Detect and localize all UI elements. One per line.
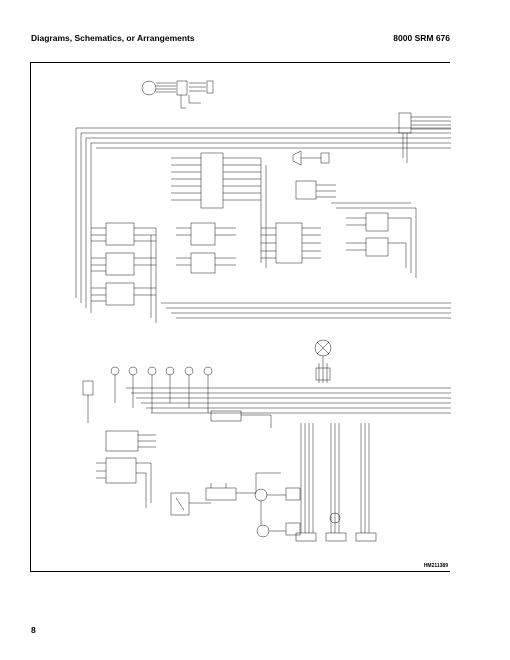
- switch-circle-6: [203, 366, 213, 376]
- lower-relay-block: [105, 430, 139, 452]
- right-connector-top: [398, 112, 412, 134]
- section-title: Diagrams, Schematics, or Arrangements: [31, 33, 195, 43]
- switch-circle-1: [110, 366, 120, 376]
- battery-box: [205, 487, 237, 501]
- wiring-schematic: [75, 80, 451, 542]
- relay-module-center-2: [190, 252, 216, 274]
- top-connector-block: [176, 80, 188, 96]
- switch-circle-3: [147, 366, 157, 376]
- relay-module-right-1: [275, 222, 303, 264]
- center-connector-array: [200, 152, 224, 209]
- page-number: 8: [31, 625, 36, 635]
- horn-symbol: [292, 150, 302, 166]
- switch-circle-2: [128, 366, 138, 376]
- motor-symbol-1: [254, 488, 268, 502]
- relay-module-left-3: [105, 282, 135, 306]
- top-switch-symbol: [141, 80, 157, 96]
- drawing-number: HM211389: [423, 563, 448, 569]
- relay-module-left-2: [105, 252, 135, 276]
- bottom-motor-symbol: [329, 512, 341, 524]
- contactor-box: [170, 492, 190, 516]
- switch-circle-4: [165, 366, 175, 376]
- document-code: 8000 SRM 676: [393, 33, 450, 43]
- mid-right-connector: [295, 180, 317, 200]
- lower-switch-block: [105, 457, 137, 484]
- motor-symbol-2: [256, 524, 270, 538]
- relay-module-left-1: [105, 222, 135, 246]
- relay-module-far-right-1: [365, 212, 389, 232]
- switch-circle-5: [184, 366, 194, 376]
- bottom-connector-2: [325, 532, 347, 542]
- schematic-frame: HM211389: [30, 62, 451, 572]
- bottom-connector-3: [355, 532, 377, 542]
- lower-left-component: [82, 380, 94, 396]
- bottom-connector-1: [295, 532, 317, 542]
- lower-center-connector: [210, 410, 242, 422]
- relay-module-center-1: [190, 222, 216, 246]
- relay-module-far-right-2: [365, 237, 389, 257]
